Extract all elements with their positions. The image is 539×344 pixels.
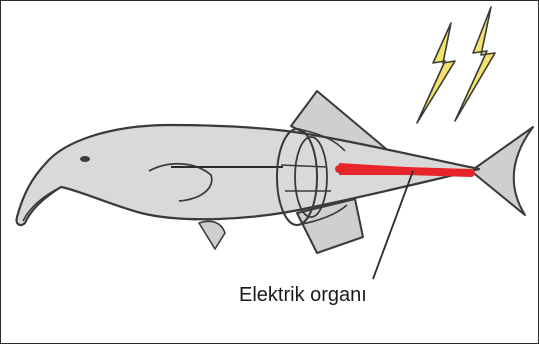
eye [80,156,90,162]
pectoral-fin [199,221,225,249]
electric-organ-core [339,169,471,173]
lightning-bolt-icon [455,7,495,121]
tail-fin [471,127,533,215]
electric-organ-label: Elektrik organı [239,283,367,307]
lightning-bolt-icon [417,23,455,123]
